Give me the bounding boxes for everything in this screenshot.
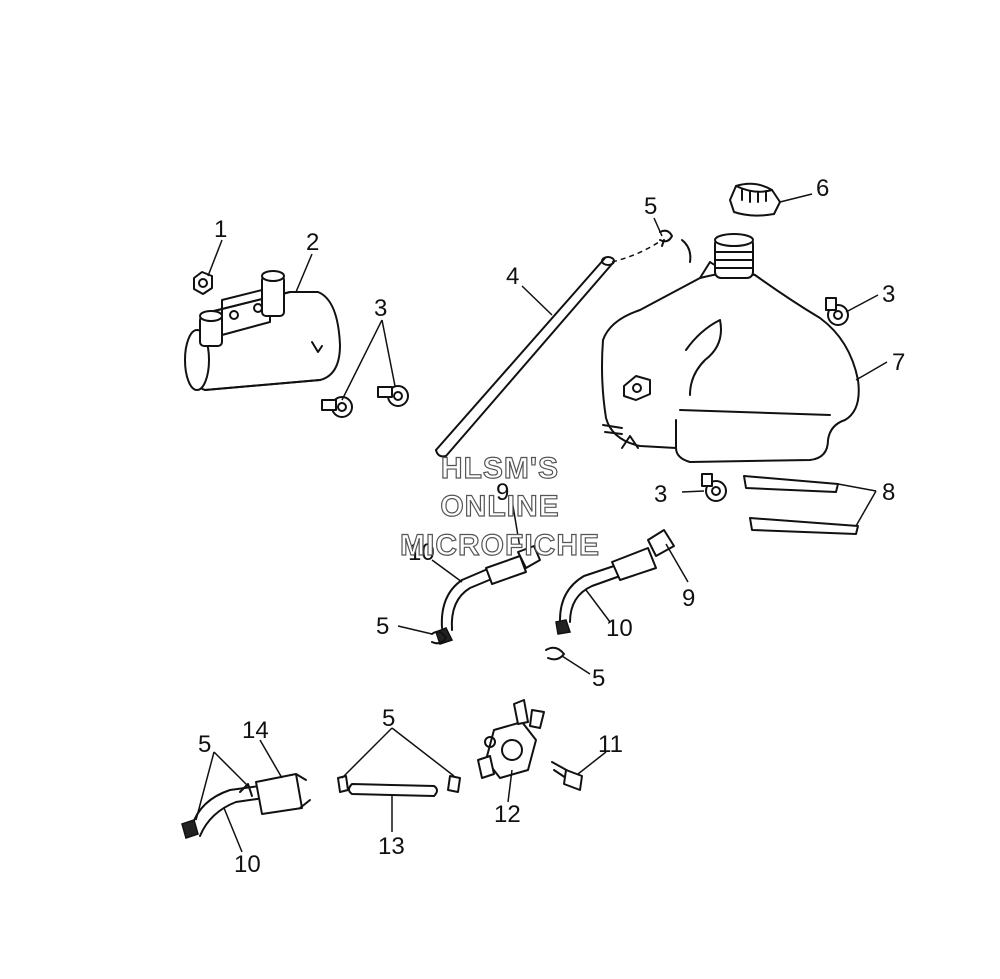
aux-tank — [184, 270, 341, 391]
callout-5: 5 — [198, 731, 211, 758]
callout-5: 5 — [592, 665, 605, 692]
bolt-part-3-c — [825, 297, 849, 326]
callout-3: 3 — [882, 281, 895, 308]
pad-part-8 — [743, 475, 859, 535]
callout-11: 11 — [598, 731, 623, 758]
callout-labels: 1 2 3 4 5 6 3 7 3 8 9 10 9 5 10 5 5 14 5… — [198, 175, 905, 878]
callout-10: 10 — [606, 615, 633, 642]
callout-13: 13 — [378, 833, 405, 860]
hose-filter-right — [555, 529, 675, 635]
callout-3: 3 — [654, 481, 667, 508]
callout-5: 5 — [376, 613, 389, 640]
fuel-valve-part-12 — [477, 699, 545, 779]
callout-8: 8 — [882, 479, 895, 506]
callout-10: 10 — [234, 851, 261, 878]
callout-2: 2 — [306, 229, 319, 256]
fuel-cap-part-6 — [729, 182, 781, 217]
clamp-part-5-c — [545, 646, 565, 661]
watermark-line-3: MICROFICHE — [400, 529, 600, 562]
fuel-tank-part-7 — [601, 233, 860, 463]
callout-9: 9 — [682, 585, 695, 612]
hose-filter-left — [435, 545, 541, 645]
filter-hose-bottom — [181, 773, 311, 839]
leader-lines — [195, 193, 888, 853]
watermark: HLSM'S ONLINE MICROFICHE — [399, 451, 600, 562]
callout-12: 12 — [494, 801, 521, 828]
callout-9: 9 — [496, 479, 509, 506]
vent-hose-part-4 — [435, 239, 663, 458]
callout-5: 5 — [382, 705, 395, 732]
callout-6: 6 — [816, 175, 829, 202]
bolt-part-3-b — [377, 385, 409, 407]
bolt-part-3-a — [321, 396, 353, 418]
hose-part-13 — [337, 775, 461, 797]
callout-4: 4 — [506, 263, 519, 290]
callout-7: 7 — [892, 349, 905, 376]
nut-part-1 — [193, 271, 213, 295]
bolt-part-3-d — [701, 473, 727, 502]
callout-5: 5 — [644, 193, 657, 220]
watermark-line-2: ONLINE — [440, 490, 559, 523]
callout-3: 3 — [374, 295, 387, 322]
watermark-line-1: HLSM'S — [441, 452, 559, 485]
callout-14: 14 — [242, 717, 269, 744]
callout-10: 10 — [408, 539, 435, 566]
clamp-part-5-b — [431, 630, 447, 645]
callout-1: 1 — [214, 216, 227, 243]
bolt-part-11 — [551, 761, 583, 791]
clamp-part-5-top — [659, 229, 673, 247]
